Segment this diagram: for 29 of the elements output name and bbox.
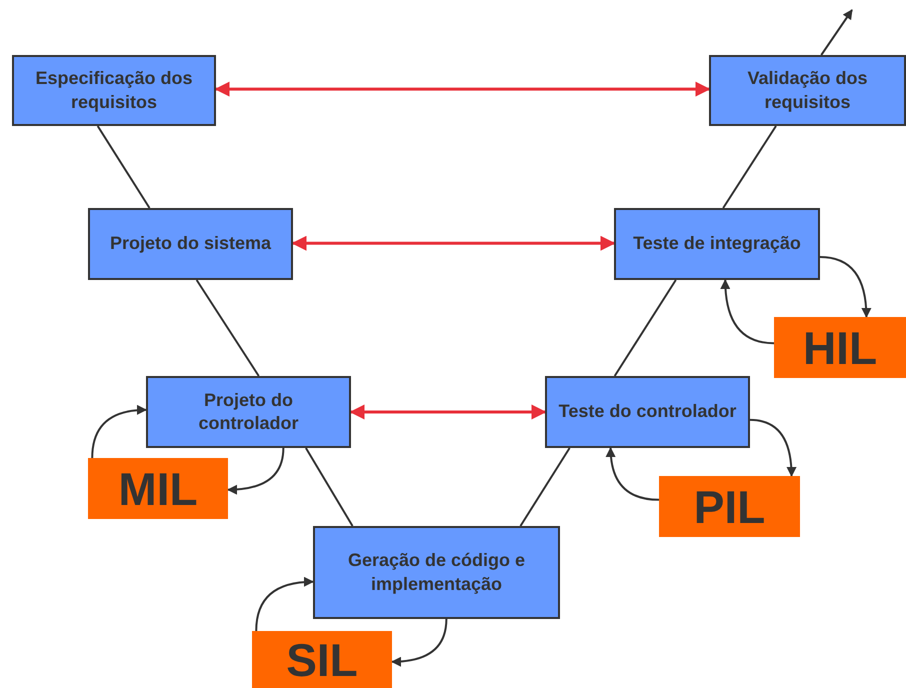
process-box: Projeto do controlador [146,376,351,448]
arrow [720,279,774,344]
process-box: Projeto do sistema [88,208,293,280]
connector-line [520,447,570,527]
arrow [255,577,314,632]
arrow [606,447,660,501]
arrow [350,404,546,420]
arrow [214,82,710,97]
process-box: Teste do controlador [545,376,750,448]
arrow [227,448,284,494]
arrow [820,9,853,56]
process-box: Especificação dos requisitos [12,55,216,126]
arrow [292,236,616,251]
mode-label-box: HIL [774,317,906,378]
process-box: Validação dos requisitos [709,55,906,126]
mode-label-box: SIL [252,631,392,688]
arrow [91,405,147,458]
connector-line [614,279,677,377]
connector-line [305,447,354,527]
mode-label-box: PIL [659,476,800,537]
connector-line [196,279,260,377]
connector-line [96,125,150,209]
mode-label-box: MIL [88,458,228,519]
arrow [391,618,448,666]
process-box: Geração de código e implementação [313,526,560,619]
connector-line [722,125,777,209]
process-box: Teste de integração [614,208,820,280]
arrow [820,256,872,318]
arrow [750,418,796,477]
